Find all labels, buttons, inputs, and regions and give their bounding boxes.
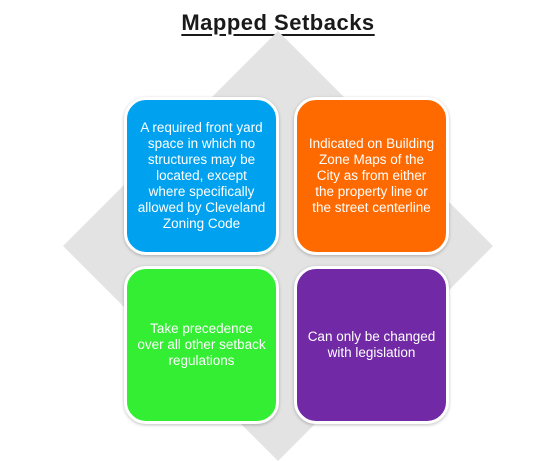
- quadrant-top-right-text: Indicated on Building Zone Maps of the C…: [308, 136, 435, 215]
- diagram-title: Mapped Setbacks: [181, 10, 375, 35]
- quadrant-bottom-left: Take precedence over all other setback r…: [124, 266, 279, 424]
- quadrant-bottom-right: Can only be changed with legislation: [294, 266, 449, 424]
- quadrant-bottom-left-text: Take precedence over all other setback r…: [137, 321, 266, 368]
- quadrant-top-left-text: A required front yard space in which no …: [137, 120, 266, 231]
- quadrant-top-right: Indicated on Building Zone Maps of the C…: [294, 97, 449, 255]
- quadrant-bottom-right-text: Can only be changed with legislation: [307, 329, 436, 360]
- quadrant-top-left: A required front yard space in which no …: [124, 97, 279, 255]
